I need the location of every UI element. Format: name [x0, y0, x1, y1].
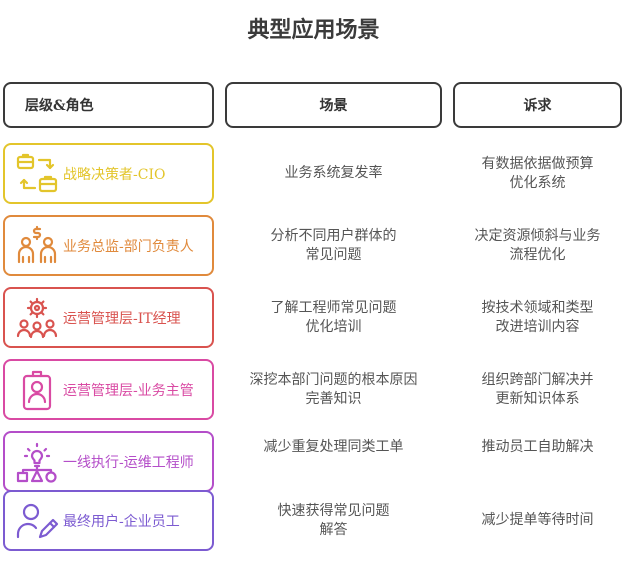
demand-line: 有数据依据做预算 — [481, 155, 594, 172]
role-label: 运营管理层-业务主管 — [63, 382, 194, 399]
scenario-line: 减少重复处理同类工单 — [263, 438, 404, 455]
role-label: 战略决策者-CIO — [63, 166, 166, 183]
demand-cell: 决定资源倾斜与业务流程优化 — [453, 215, 622, 276]
scenario-cell: 了解工程师常见问题优化培训 — [225, 287, 442, 348]
header-role: 层级&角色 — [3, 82, 214, 128]
scenario-line: 了解工程师常见问题 — [270, 299, 397, 316]
demand-line: 按技术领域和类型 — [481, 299, 594, 316]
scenario-line: 分析不同用户群体的 — [270, 227, 397, 244]
people-money-icon — [15, 224, 59, 268]
scenario-line: 快速获得常见问题 — [277, 502, 390, 519]
header-scenario: 场景 — [225, 82, 442, 128]
scenario-cell: 业务系统复发率 — [225, 143, 442, 204]
role-box: 业务总监-部门负责人 — [3, 215, 214, 276]
demand-line: 减少提单等待时间 — [481, 512, 594, 528]
role-label: 一线执行-运维工程师 — [63, 454, 194, 471]
demand-cell: 组织跨部门解决并更新知识体系 — [453, 359, 622, 420]
role-box: 最终用户-企业员工 — [3, 490, 214, 551]
scenario-line: 解答 — [319, 521, 348, 538]
id-badge-icon — [15, 368, 59, 412]
role-box: 运营管理层-业务主管 — [3, 359, 214, 420]
user-edit-icon — [15, 499, 59, 543]
demand-line: 决定资源倾斜与业务 — [474, 227, 601, 244]
demand-line: 优化系统 — [509, 174, 566, 191]
header-demand: 诉求 — [453, 82, 622, 128]
role-label: 运营管理层-IT经理 — [63, 310, 181, 327]
scenario-line: 业务系统复发率 — [284, 165, 383, 181]
idea-shapes-icon — [15, 440, 59, 484]
scenario-line: 常见问题 — [305, 246, 362, 263]
role-box: 一线执行-运维工程师 — [3, 431, 214, 492]
role-box: 运营管理层-IT经理 — [3, 287, 214, 348]
demand-line: 更新知识体系 — [495, 390, 580, 407]
role-label: 业务总监-部门负责人 — [63, 238, 194, 255]
demand-cell: 有数据依据做预算优化系统 — [453, 143, 622, 204]
demand-cell: 减少提单等待时间 — [453, 490, 622, 551]
demand-line: 改进培训内容 — [495, 318, 580, 335]
demand-cell: 按技术领域和类型改进培训内容 — [453, 287, 622, 348]
scenario-line: 完善知识 — [305, 390, 362, 407]
role-label: 最终用户-企业员工 — [63, 513, 180, 530]
scenario-cell: 减少重复处理同类工单 — [225, 424, 442, 470]
demand-line: 组织跨部门解决并 — [481, 371, 594, 388]
demand-line: 推动员工自助解决 — [481, 438, 594, 455]
briefcase-swap-icon — [15, 152, 59, 196]
demand-line: 流程优化 — [509, 246, 566, 263]
team-gear-icon — [15, 296, 59, 340]
scenario-line: 深挖本部门问题的根本原因 — [249, 371, 418, 388]
scenario-cell: 分析不同用户群体的常见问题 — [225, 215, 442, 276]
scenario-line: 优化培训 — [305, 318, 362, 335]
role-box: 战略决策者-CIO — [3, 143, 214, 204]
demand-cell: 推动员工自助解决 — [453, 424, 622, 470]
scenario-cell: 快速获得常见问题解答 — [225, 490, 442, 551]
scenario-cell: 深挖本部门问题的根本原因完善知识 — [225, 359, 442, 420]
page-title: 典型应用场景 — [247, 18, 380, 43]
